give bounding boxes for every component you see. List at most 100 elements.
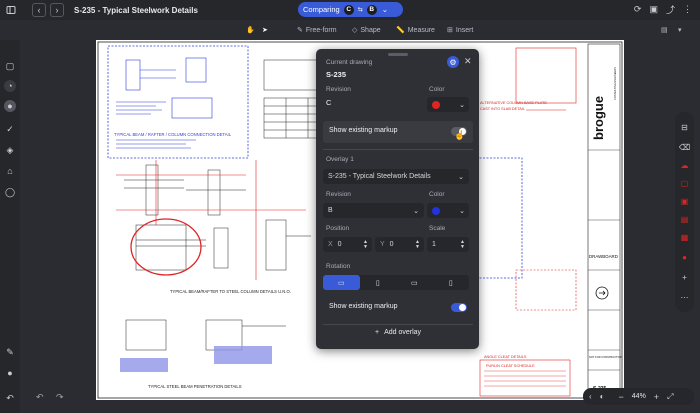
current-markup-row[interactable]	[323, 121, 473, 143]
layers-icon[interactable]: ▣	[649, 4, 658, 14]
top-right-controls: ⟳ ▣ ⤴ ⋮	[634, 3, 692, 16]
comparing-pill[interactable]: Comparing C ⇆ B ⌄	[298, 2, 403, 17]
tool-insert-label: Insert	[455, 26, 474, 34]
eraser-icon[interactable]: ⌫	[678, 143, 691, 152]
chat-icon[interactable]: ◯	[4, 186, 16, 197]
tool-freeform[interactable]: ✎ Free-form	[297, 26, 337, 35]
overlay-drawing-select[interactable]: S-235 - Typical Steelwork Details ⌄	[323, 169, 469, 184]
sidebar-toggle-icon[interactable]	[4, 3, 18, 17]
drawboard-logo: DRAWBOARD	[589, 254, 618, 259]
tool-insert[interactable]: ⊞ Insert	[447, 26, 474, 35]
rectangle-markup-icon[interactable]: ▢	[680, 179, 689, 188]
ruler-icon: 📏	[396, 27, 405, 34]
tool-options-icon[interactable]: ▾	[678, 27, 682, 34]
tasks-icon[interactable]: ✓	[6, 123, 14, 134]
add-overlay-label: Add overlay	[384, 329, 422, 336]
tool-shape[interactable]: ◇ Shape	[352, 26, 381, 35]
add-overlay-button[interactable]: + Add overlay	[323, 324, 473, 340]
back-button[interactable]: ‹	[32, 3, 46, 17]
hatch-markup-icon[interactable]: ▦	[680, 233, 689, 242]
rotation-0-icon[interactable]: ▭	[323, 275, 360, 290]
layers-rail-icon[interactable]: ◈	[6, 144, 14, 155]
forward-button[interactable]: ›	[50, 3, 64, 17]
red-note-2: CAST INTO SLAB DETAIL	[480, 107, 525, 111]
undo-button[interactable]: ↶	[36, 392, 44, 402]
overlay-revision-select[interactable]: B ⌄	[323, 203, 424, 218]
rotation-180-icon[interactable]: ▭	[410, 279, 418, 287]
account-icon[interactable]: ●	[4, 100, 16, 112]
document-icon[interactable]: ▢	[5, 60, 15, 71]
current-show-markup-toggle[interactable]	[451, 127, 467, 136]
purlin-cleat-title: PURLIN CLEAT SCHEDULE	[486, 364, 535, 368]
comparing-label: Comparing	[303, 5, 340, 14]
tool-measure-label: Measure	[407, 26, 435, 34]
current-drawing-name: S-235	[326, 70, 347, 79]
shape-icon: ◇	[352, 27, 358, 34]
zoom-out-button[interactable]: −	[618, 391, 624, 402]
add-tool-icon[interactable]: +	[682, 273, 687, 282]
document-title: S-235 - Typical Steelwork Details	[74, 5, 198, 15]
undo-icon[interactable]: ↶	[6, 392, 14, 403]
overlay-revision-badge: B	[366, 4, 377, 15]
overlay-show-markup-label: Show existing markup	[329, 303, 398, 310]
position-y-input[interactable]: Y 0 ▲▼	[375, 237, 424, 252]
redo-button[interactable]: ↷	[56, 392, 64, 402]
position-y-prefix: Y	[380, 241, 385, 248]
overlay-revision-value: B	[328, 207, 333, 214]
view-mode-icon[interactable]: ◐	[599, 392, 605, 401]
square-markup-icon[interactable]: ▤	[680, 215, 689, 224]
cursor-hand-icon: ☝	[454, 130, 466, 140]
rotation-segmented-control: ▭ ▯ ▭ ▯	[323, 275, 469, 290]
cloud-icon[interactable]: ☁	[680, 161, 689, 170]
rotation-label: Rotation	[326, 263, 351, 270]
chevron-left-icon[interactable]: ‹	[589, 392, 592, 401]
close-icon[interactable]: ✕	[464, 56, 472, 66]
position-x-prefix: X	[328, 241, 333, 248]
chevron-down-icon[interactable]: ⌄	[381, 5, 389, 14]
top-bar: ‹ › S-235 - Typical Steelwork Details Co…	[0, 0, 700, 20]
collapse-icon[interactable]: ⊟	[681, 123, 688, 132]
more-icon[interactable]: ⋮	[683, 4, 692, 14]
overlay-show-markup-toggle[interactable]	[451, 303, 467, 312]
stepper-icon[interactable]: ▲▼	[460, 238, 465, 250]
more-tools-icon[interactable]: ⋯	[680, 293, 689, 302]
sync-icon[interactable]: ⟳	[633, 4, 642, 14]
current-show-markup-label: Show existing markup	[329, 127, 398, 134]
zoom-in-button[interactable]: +	[653, 391, 660, 402]
settings-gear-icon[interactable]: ⚙	[447, 56, 459, 68]
panel-toggle-icon[interactable]: ▤	[661, 27, 668, 34]
color-label: Color	[429, 86, 445, 93]
stamp-icon[interactable]: ⌂	[7, 166, 13, 176]
current-color-select[interactable]: ⌄	[427, 97, 469, 112]
frame-markup-icon[interactable]: ▣	[680, 197, 689, 206]
rotation-270-icon[interactable]: ▯	[448, 279, 453, 287]
chevron-down-icon: ⌄	[458, 173, 464, 181]
share-icon[interactable]: ⤴	[665, 5, 675, 15]
divider	[323, 149, 473, 150]
select-pointer-icon[interactable]: ➤	[262, 27, 268, 34]
swap-icon[interactable]: ⇆	[357, 7, 363, 13]
stepper-icon[interactable]: ▲▼	[415, 238, 420, 250]
history-icon[interactable]: ◔	[4, 80, 16, 92]
pen-settings-icon[interactable]: ✎	[6, 346, 14, 357]
angle-cleat-title: ANGLE CLEAT DETAILS	[484, 355, 527, 359]
brand-logo: brogue	[591, 96, 606, 140]
panel-drag-handle[interactable]	[388, 53, 408, 56]
position-x-value: 0	[337, 241, 342, 248]
markup-toolbar: ✋ ➤ ✎ Free-form ◇ Shape 📏 Measure ⊞ Inse…	[0, 20, 700, 40]
color-picker-icon[interactable]: ●	[682, 253, 687, 262]
overlay-color-select[interactable]: ⌄	[427, 203, 469, 218]
pan-hand-icon[interactable]: ✋	[246, 27, 255, 34]
rotation-90-icon[interactable]: ▯	[375, 279, 380, 287]
position-y-value: 0	[389, 241, 394, 248]
drawing-canvas: TYPICAL BEAM / RAFTER / COLUMN CONNECTIO…	[97, 41, 623, 399]
tool-freeform-label: Free-form	[305, 26, 337, 34]
tool-measure[interactable]: 📏 Measure	[396, 26, 435, 35]
zoom-level[interactable]: 44%	[631, 393, 646, 400]
position-x-input[interactable]: X 0 ▲▼	[323, 237, 372, 252]
black-detail-title: TYPICAL BEAM/RAFTER TO STEEL COLUMN DETA…	[170, 289, 291, 294]
scale-input[interactable]: 1 ▲▼	[427, 237, 469, 252]
overlay-revision-label: Revision	[326, 191, 351, 198]
stepper-icon[interactable]: ▲▼	[363, 238, 368, 250]
fit-to-screen-icon[interactable]: ⤢	[667, 391, 674, 401]
